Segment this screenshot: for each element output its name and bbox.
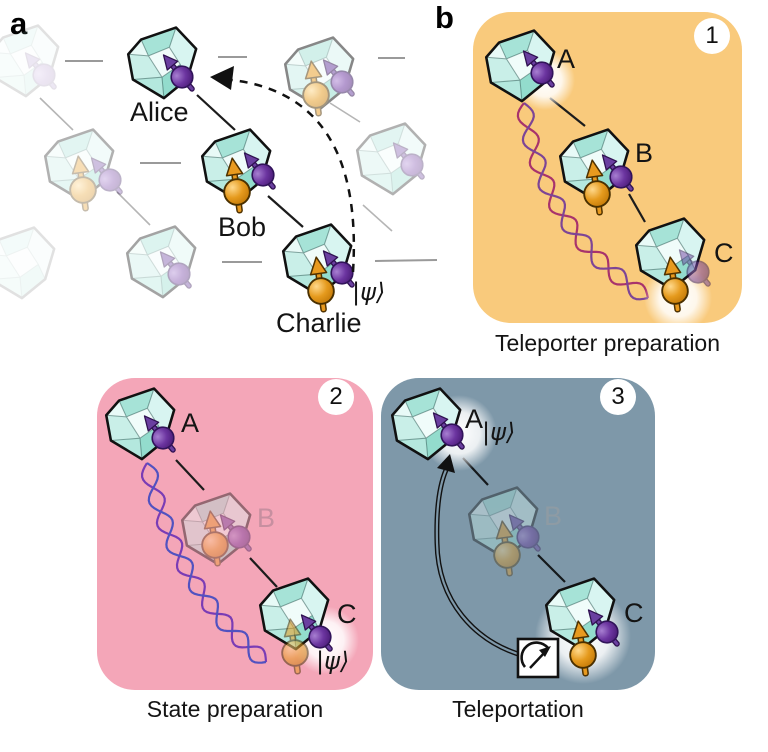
lattice-diagonal-links xyxy=(39,97,393,232)
step2-graphic xyxy=(99,383,359,677)
panel-b-letter: b xyxy=(435,0,454,35)
node-A-label: A xyxy=(557,44,576,74)
diamond-B-faded xyxy=(175,488,262,572)
faded-diamond xyxy=(0,20,70,104)
faded-diamond xyxy=(0,222,66,306)
lattice-links xyxy=(65,56,438,263)
diamond-A xyxy=(99,383,186,467)
step1-graphic xyxy=(479,25,719,323)
faded-diamond xyxy=(120,221,207,305)
faded-diamond xyxy=(38,124,131,214)
step-number-badge: 2 xyxy=(318,379,354,415)
charlie-diamond xyxy=(276,219,363,315)
node-B-label-faded: B xyxy=(544,501,563,531)
measurement-feedback-arrow xyxy=(434,454,519,657)
psi-state-label: |ψ⟩ xyxy=(482,418,516,446)
node-links xyxy=(196,94,304,228)
step1-panel-teleporter-preparation: 1 A B C xyxy=(473,12,742,323)
faded-diamond xyxy=(350,118,437,202)
alice-diamond xyxy=(121,22,208,106)
entanglement-wave xyxy=(141,462,268,664)
node-B-label: B xyxy=(635,138,654,168)
step2-panel-state-preparation: 2 A B C |ψ⟩ xyxy=(97,378,373,690)
teleport-dashed-arrow xyxy=(210,66,356,273)
node-C-label: C xyxy=(624,598,644,628)
psi-state-label: |ψ⟩ xyxy=(316,647,350,675)
measurement-meter-icon xyxy=(516,637,560,679)
faded-diamond xyxy=(278,32,365,119)
step2-caption: State preparation xyxy=(146,696,324,722)
node-A-label: A xyxy=(181,408,200,438)
step-number-badge: 1 xyxy=(694,18,730,54)
node-links xyxy=(175,459,278,588)
psi-state-label: |ψ⟩ xyxy=(352,278,386,306)
step1-caption: Teleporter preparation xyxy=(494,330,721,356)
bob-diamond xyxy=(195,124,284,216)
node-B-label-faded: B xyxy=(257,503,276,533)
step3-graphic xyxy=(385,383,631,684)
charlie-label: Charlie xyxy=(276,308,362,338)
bob-label: Bob xyxy=(218,212,267,242)
step3-panel-teleportation: 3 A |ψ⟩ B C xyxy=(381,378,655,690)
node-C-label: C xyxy=(337,599,357,629)
step3-caption: Teleportation xyxy=(452,696,584,722)
step-number-badge: 3 xyxy=(600,379,636,415)
diamond-B-faded xyxy=(462,482,549,579)
entanglement-wave xyxy=(516,102,650,301)
node-A-label: A xyxy=(465,404,484,434)
alice-label: Alice xyxy=(130,97,189,127)
diamond-B xyxy=(553,124,642,218)
panel-a-network-graphic xyxy=(0,20,438,315)
node-C-label: C xyxy=(714,238,734,268)
